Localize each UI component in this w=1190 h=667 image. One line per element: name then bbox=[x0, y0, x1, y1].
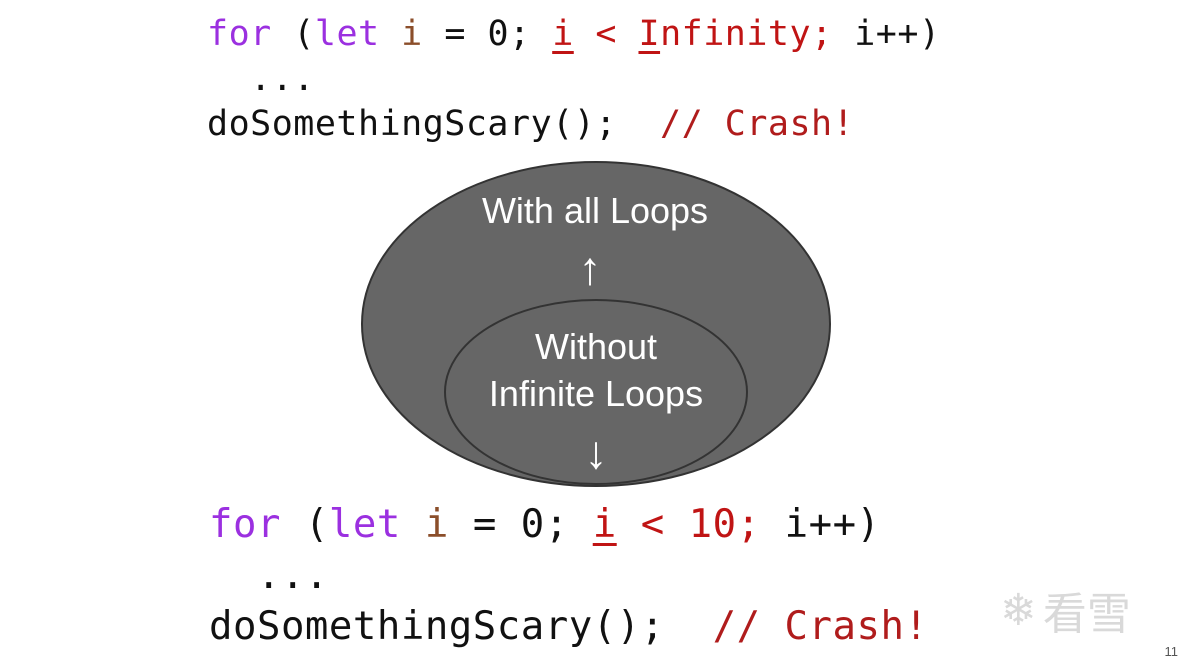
code-text: i++) bbox=[832, 14, 941, 54]
function-call: doSomethingScary(); bbox=[209, 604, 665, 649]
variable-i: i bbox=[424, 502, 449, 547]
inner-ellipse-label-line1: Without bbox=[534, 326, 658, 367]
code-text: i++) bbox=[760, 502, 881, 547]
comment-crash: // Crash! bbox=[712, 604, 929, 649]
snowflake-icon: ❄ bbox=[1000, 584, 1037, 636]
keyword-for: for bbox=[209, 502, 281, 547]
semicolon: ; bbox=[811, 14, 833, 54]
keyword-let: let bbox=[328, 502, 401, 547]
semicolon: ; bbox=[736, 502, 761, 547]
variable-i: i bbox=[401, 14, 423, 54]
literal-ten: 10 bbox=[688, 502, 737, 547]
operator-lt: < bbox=[616, 502, 689, 547]
code-line-infinite-loop: for (let i = 0; i < Infinity; i++) bbox=[207, 12, 941, 57]
inner-ellipse-label-line2: Infinite Loops bbox=[488, 373, 704, 414]
code-text bbox=[401, 502, 425, 547]
function-call: doSomethingScary(); bbox=[207, 104, 617, 144]
up-arrow-icon: ↑ bbox=[578, 242, 602, 294]
inner-ellipse bbox=[444, 299, 748, 485]
code-text: = 0; bbox=[448, 502, 593, 547]
down-arrow-icon: ↓ bbox=[584, 426, 608, 478]
infinity-rest: nfinity bbox=[660, 14, 812, 54]
watermark-text: 看雪 bbox=[1042, 589, 1131, 640]
code-line-ellipsis: ... bbox=[209, 553, 329, 598]
code-text: = 0; bbox=[422, 14, 553, 54]
watermark-logo: ❄ 看雪 bbox=[1000, 580, 1175, 641]
underlined-infinity-initial: I bbox=[638, 14, 661, 54]
keyword-for: for bbox=[207, 14, 272, 54]
code-line-ellipsis: ... bbox=[207, 59, 315, 99]
code-line-call: doSomethingScary(); // Crash! bbox=[207, 102, 854, 147]
outer-ellipse-label: With all Loops bbox=[481, 190, 709, 231]
comment-crash: // Crash! bbox=[660, 104, 855, 144]
page-number: 11 bbox=[1164, 644, 1179, 659]
underlined-variable-i: i bbox=[592, 502, 617, 547]
underlined-variable-i: i bbox=[552, 14, 574, 54]
code-line-call: doSomethingScary(); // Crash! bbox=[209, 601, 928, 652]
operator-lt: < bbox=[573, 14, 639, 54]
code-text: ( bbox=[280, 502, 329, 547]
code-text: ( bbox=[271, 14, 315, 54]
code-line-bounded-loop: for (let i = 0; i < 10; i++) bbox=[209, 499, 881, 550]
keyword-let: let bbox=[314, 14, 380, 54]
